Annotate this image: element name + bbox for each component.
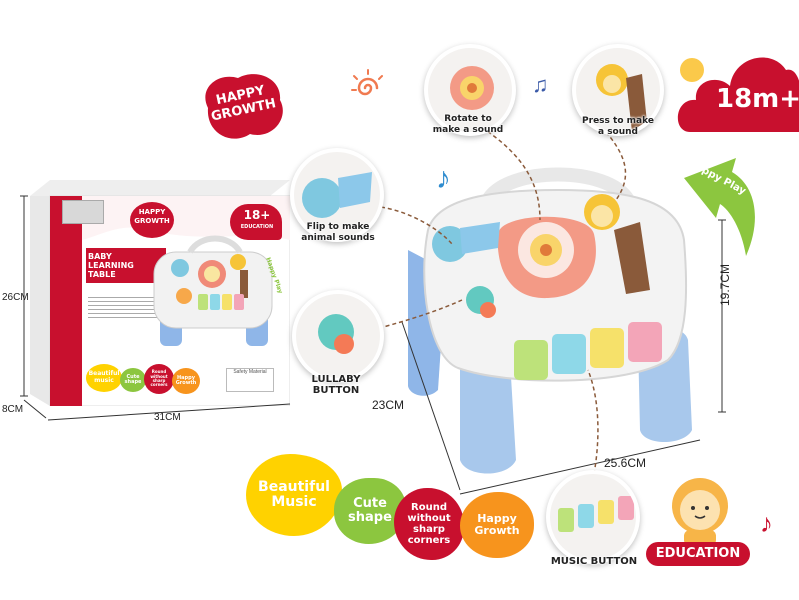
box-title: BABY LEARNING TABLE (86, 248, 166, 283)
age-badge: 18m+ (676, 36, 799, 134)
music-callout (546, 470, 640, 564)
lullaby-callout-text: LULLABY BUTTON (311, 374, 361, 396)
box-age: 18+ (243, 208, 271, 222)
lion-mascot (664, 472, 736, 548)
feature-round-corners: Round without sharp corners (394, 488, 464, 560)
box-feature-shape: Cute shape (120, 368, 146, 392)
sun-icon (672, 50, 712, 95)
feature-cute-shape: Cute shape (334, 478, 406, 544)
box-depth-dim: 8CM (2, 404, 24, 415)
music-callout-text: MUSIC BUTTON (550, 556, 638, 567)
rotate-callout-text: Rotate to make a sound (432, 114, 504, 135)
rotate-callout (424, 44, 516, 136)
box-badge (130, 202, 174, 238)
press-callout (572, 44, 664, 136)
feature-happy-growth: Happy Growth (460, 492, 534, 558)
swirl-icon (348, 68, 388, 113)
box-badge-text: HAPPY GROWTH (134, 208, 170, 225)
box-feature-music: Beautiful music (86, 364, 122, 392)
music-note-icon: ♪ (436, 162, 451, 195)
table-depth-dim: 23CM (372, 398, 405, 412)
box-feature-round: Round without sharp corners (144, 364, 174, 394)
box-window (62, 200, 104, 224)
education-badge: EDUCATION (646, 542, 750, 566)
flip-callout-text: Flip to make animal sounds (301, 222, 375, 243)
feature-beautiful-music: Beautiful Music (246, 454, 342, 536)
happy-play-arrow: Happy Play (676, 150, 766, 260)
box-width-dim: 31CM (154, 412, 181, 423)
press-callout-text: Press to make a sound (582, 116, 654, 137)
learning-table-image (388, 160, 708, 480)
box-height-dim: 26CM (2, 292, 29, 303)
box-age-cloud (230, 204, 282, 240)
lullaby-callout (292, 290, 384, 382)
box-age-sub: EDUCATION (240, 224, 274, 230)
box-safety: Safety Material (226, 368, 274, 392)
flip-callout (290, 148, 384, 242)
box-feature-growth: Happy Growth (172, 368, 200, 394)
music-note-icon: ♫ (532, 72, 549, 97)
box-table-image (150, 232, 280, 350)
table-width-dim: 25.6CM (604, 456, 647, 470)
music-note-icon: ♪ (760, 508, 773, 538)
box-text-lines (88, 294, 160, 318)
age-text: 18m+ (716, 84, 799, 114)
product-box: HAPPY GROWTH 18+ EDUCATION BABY LEARNING… (30, 180, 291, 407)
table-height-dim: 19.7CM (718, 263, 732, 306)
happy-growth-badge: HAPPY GROWTH (198, 68, 286, 144)
